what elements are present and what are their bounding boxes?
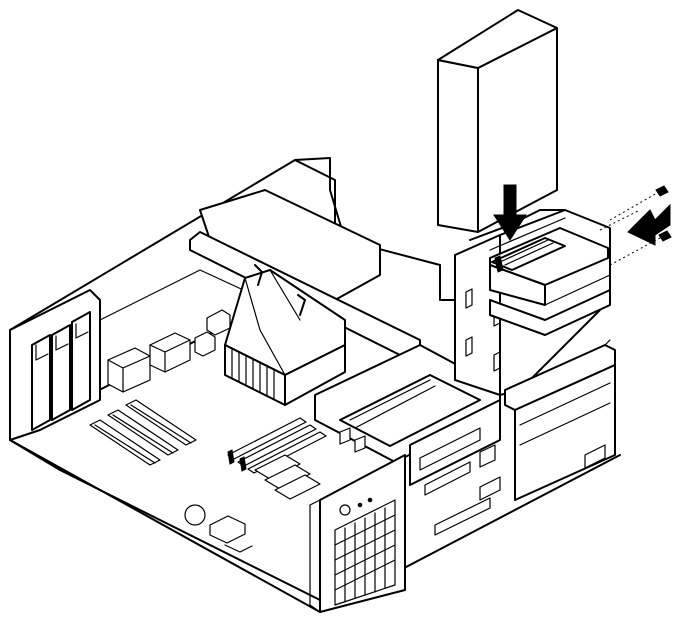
screw-top bbox=[609, 185, 669, 221]
heatsink bbox=[224, 264, 346, 406]
chip bbox=[107, 347, 151, 393]
power-led bbox=[357, 502, 363, 508]
power-button bbox=[339, 504, 351, 516]
expansion-card-brackets bbox=[31, 311, 91, 431]
front-panel bbox=[309, 454, 501, 613]
pci-slots bbox=[89, 399, 197, 466]
chip bbox=[209, 515, 246, 544]
drive bbox=[437, 9, 558, 233]
hdd-led bbox=[367, 497, 373, 503]
screw-bottom bbox=[609, 230, 672, 266]
battery bbox=[184, 504, 206, 526]
drive-bay bbox=[454, 209, 616, 501]
drive-cage bbox=[314, 344, 501, 496]
port bbox=[584, 444, 606, 469]
insert-arrow-down bbox=[493, 184, 527, 241]
drive-top bbox=[437, 9, 558, 69]
drive-tray bbox=[339, 374, 481, 447]
system-board bbox=[89, 269, 331, 553]
chip bbox=[149, 332, 191, 373]
chip bbox=[194, 331, 216, 357]
vent-grid bbox=[334, 499, 396, 606]
insert-arrow-side bbox=[627, 203, 671, 246]
heatsink-clip bbox=[297, 294, 306, 316]
chassis-right-rear bbox=[439, 264, 456, 301]
heatsink-clip bbox=[254, 264, 263, 286]
memory-slots bbox=[227, 417, 327, 500]
drive-front bbox=[437, 59, 479, 233]
chassis-floor-edge bbox=[59, 469, 321, 601]
